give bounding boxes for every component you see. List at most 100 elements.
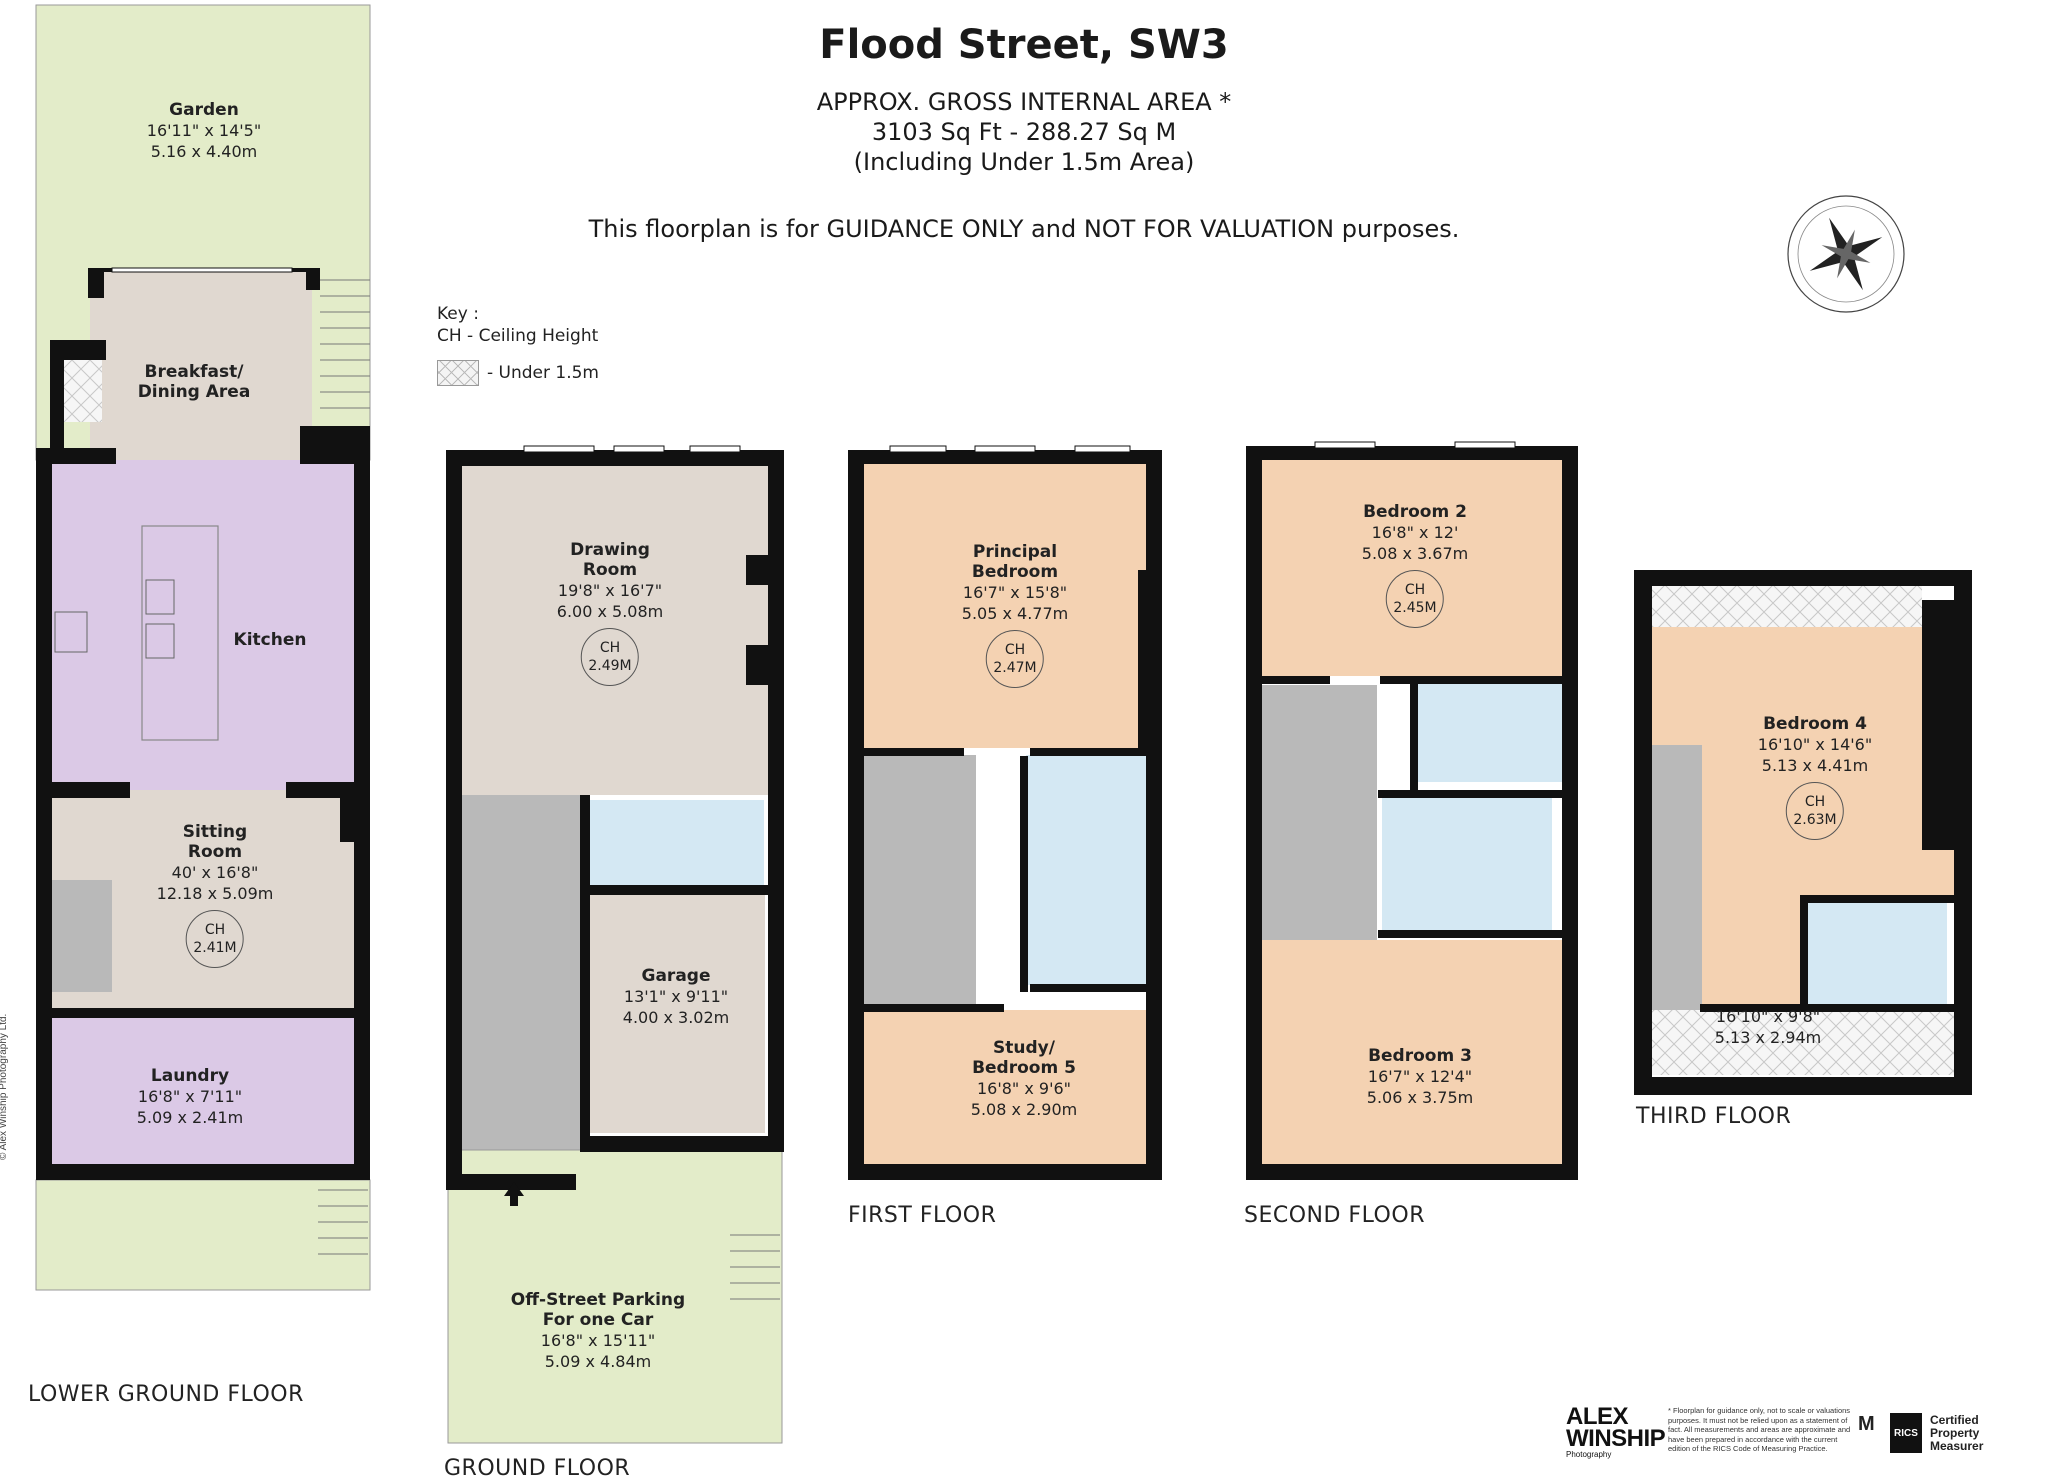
second-ensuite-area [1418,680,1562,782]
third-shower-area [1805,900,1947,1005]
room-parking: Off-Street Parking For one Car 16'8" x 1… [511,1290,685,1372]
certified-text: Certified Property Measurer [1930,1412,1984,1453]
room-drawing: Drawing Room 19'8" x 16'7" 6.00 x 5.08m … [557,540,663,686]
brand-line-1: ALEX [1566,1403,1629,1430]
room-dim-metric: 5.08 x 3.67m [1361,544,1469,563]
room-name: Drawing [570,540,650,560]
room-name: Dining Area [137,382,251,402]
ch-label: CH [1404,582,1426,598]
ceiling-height-badge: CH 2.41M [186,910,244,968]
hatch-swatch-icon [437,360,479,386]
sink-icon [145,579,175,615]
room-name: For one Car [542,1310,654,1330]
room-garage: Garage 13'1" x 9'11" 4.00 x 3.02m [623,966,729,1028]
third-hatch-bottom [1652,1010,1962,1075]
room-name: Garden [169,100,239,120]
room-name: Off-Street Parking [510,1290,686,1310]
first-bathroom-area [1026,755,1146,985]
room-name: Bedroom 4 [1763,714,1867,734]
parking-area [447,1149,783,1444]
room-name: Bedroom 3 [1368,1046,1472,1066]
floor-label-second: SECOND FLOOR [1244,1203,1425,1228]
disclaimer: This floorplan is for GUIDANCE ONLY and … [588,215,1460,243]
third-stairs [1652,745,1702,1010]
room-garden: Garden 16'11" x 14'5" 5.16 x 4.40m [147,100,261,162]
ground-hall-stairs [460,795,580,1175]
entrance-arrow-icon [504,1182,524,1206]
room-dim-metric: 5.09 x 2.41m [136,1108,244,1127]
room-name: Room [187,842,243,862]
area-value: 3103 Sq Ft - 288.27 Sq M [871,118,1177,146]
laundry-area [50,1015,355,1173]
room-name: Bedroom 5 [972,1058,1076,1078]
floor-label-first: FIRST FLOOR [848,1203,997,1228]
third-floor-plan [1634,570,1972,1095]
ch-value: 2.45M [1393,600,1437,616]
room-dim-imperial: 16'8" x 15'11" [540,1331,656,1350]
room-dim-imperial: 16'8" x 12' [1371,523,1459,542]
ch-label: CH [1804,794,1826,810]
hob-icon [54,611,88,653]
key-ceiling: CH - Ceiling Height [437,326,599,346]
area-label: APPROX. GROSS INTERNAL AREA * [816,88,1232,116]
room-dim-imperial: 16'7" x 12'4" [1367,1067,1473,1086]
room-name: Bedroom [971,562,1059,582]
lower-ground-floor-plan [35,4,371,1291]
garage-area [585,893,765,1133]
room-laundry: Laundry 16'8" x 7'11" 5.09 x 2.41m [137,1066,243,1128]
floor-label-lower-ground: LOWER GROUND FLOOR [28,1382,304,1407]
room-dim-imperial: 40' x 16'8" [171,863,259,882]
room-bedroom-2: Bedroom 2 16'8" x 12' 5.08 x 3.67m CH 2.4… [1362,502,1468,628]
ceiling-height-badge: CH 2.63M [1785,782,1844,840]
room-dim-metric: 6.00 x 5.08m [556,602,664,621]
third-lower-room [1702,895,1802,1010]
area-note: (Including Under 1.5m Area) [853,148,1195,176]
room-dim-metric: 5.13 x 4.41m [1761,756,1869,775]
rics-logo: RICS [1890,1413,1922,1453]
key-under-row: - Under 1.5m [437,360,599,386]
room-dim-metric: 5.09 x 4.84m [544,1352,652,1371]
brand-sub: Photography [1566,1450,1612,1459]
room-name: Laundry [150,1066,230,1086]
measurement-mark-icon: M [1858,1413,1875,1435]
room-breakfast: Breakfast/ Dining Area [138,362,251,402]
room-name: Study/ [993,1038,1055,1058]
bedroom-4-area [1652,627,1954,895]
room-third-lower: 16'10" x 9'8" 5.13 x 2.94m [1715,1006,1821,1048]
room-name: Bedroom 2 [1363,502,1467,522]
floor-label-third: THIRD FLOOR [1636,1104,1792,1129]
breakfast-area [90,270,312,460]
ch-label: CH [204,922,226,938]
ch-label: CH [599,640,621,656]
bedroom-3-area [1262,940,1562,1165]
room-dim-imperial: 16'10" x 9'8" [1715,1007,1821,1026]
sink-icon [145,623,175,659]
room-dim-metric: 5.16 x 4.40m [150,142,258,161]
rics-badge: RICS Certified Property Measurer [1890,1413,1990,1453]
room-bedroom-3: Bedroom 3 16'7" x 12'4" 5.06 x 3.75m [1367,1046,1473,1108]
brand-logo: ALEX WINSHIP Photography [1566,1403,1666,1460]
room-dim-imperial: 13'1" x 9'11" [623,987,729,1006]
room-name: Kitchen [233,630,307,650]
room-dim-imperial: 16'11" x 14'5" [146,121,262,140]
copyright: © Alex Winship Photography Ltd. [0,1013,9,1160]
room-dim-metric: 12.18 x 5.09m [156,884,274,903]
third-hatch-top [1652,585,1922,627]
room-kitchen: Kitchen [234,630,307,650]
study-area [864,1010,1150,1165]
room-dim-imperial: 19'8" x 16'7" [557,581,663,600]
compass-rose-icon [1787,195,1905,313]
ch-value: 2.63M [1793,812,1837,828]
ch-value: 2.47M [993,660,1037,676]
room-bedroom-4: Bedroom 4 16'10" x 14'6" 5.13 x 4.41m CH… [1758,714,1872,840]
brand-line-2: WINSHIP [1566,1425,1666,1452]
room-name: Breakfast/ [144,362,244,382]
ch-value: 2.41M [193,940,237,956]
room-dim-metric: 5.08 x 2.90m [970,1100,1078,1119]
room-dim-metric: 5.13 x 2.94m [1714,1028,1822,1047]
room-name: Sitting [182,822,248,842]
room-name: Principal [972,542,1058,562]
